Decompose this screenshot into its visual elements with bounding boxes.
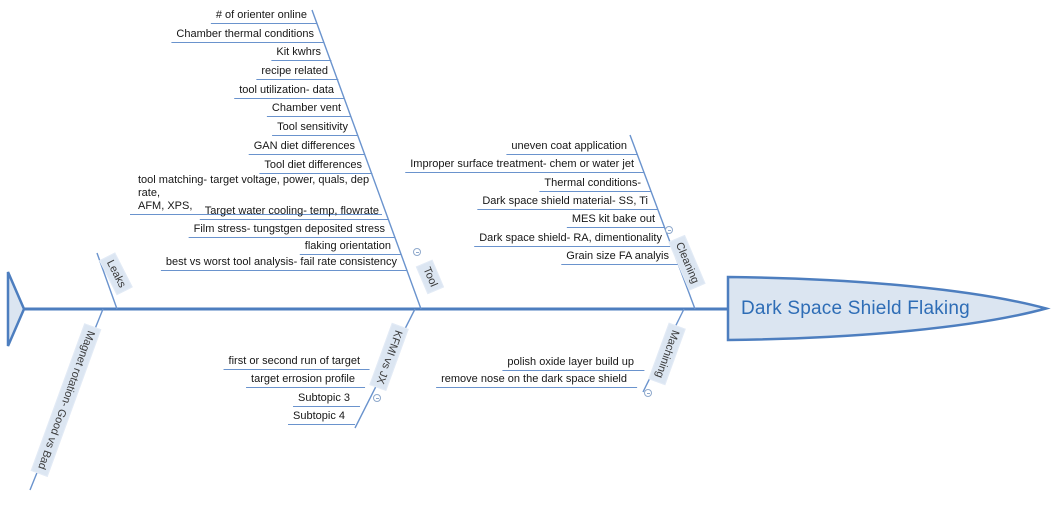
collapse-toggle-icon-kfmi-vs-jx[interactable] [373, 394, 381, 402]
cause-item-tool-3[interactable]: Kit kwhrs [271, 46, 331, 61]
cause-item-cleaning-3[interactable]: Thermal conditions- [539, 177, 651, 192]
cause-item-kfmi-vs-jx-2[interactable]: target errosion profile [246, 373, 365, 388]
branch-line-tool [311, 9, 422, 310]
cause-item-tool-5[interactable]: tool utilization- data [234, 84, 344, 99]
cause-item-cleaning-4[interactable]: Dark space shield material- SS, Ti [477, 195, 658, 210]
cause-item-kfmi-vs-jx-1[interactable]: first or second run of target [223, 355, 370, 370]
fish-tail [6, 271, 26, 347]
cause-item-machining-1[interactable]: polish oxide layer build up [502, 356, 644, 371]
collapse-toggle-icon-tool[interactable] [413, 248, 421, 256]
cause-item-cleaning-6[interactable]: Dark space shield- RA, dimentionality [474, 232, 672, 247]
cause-item-tool-6[interactable]: Chamber vent [266, 102, 351, 117]
cause-item-cleaning-5[interactable]: MES kit bake out [566, 213, 665, 228]
collapse-toggle-icon-cleaning[interactable] [665, 226, 673, 234]
cause-item-cleaning-1[interactable]: uneven coat application [506, 140, 637, 155]
cause-item-tool-9[interactable]: Tool diet differences [259, 159, 372, 174]
cause-item-tool-2[interactable]: Chamber thermal conditions [171, 28, 324, 43]
cause-item-tool-8[interactable]: GAN diet differences [248, 140, 365, 155]
cause-item-tool-12[interactable]: Film stress- tungstgen deposited stress [188, 223, 395, 238]
cause-item-cleaning-7[interactable]: Grain size FA analyis [561, 250, 679, 265]
cause-item-tool-11[interactable]: Target water cooling- temp, flowrate [199, 205, 389, 220]
effect-title[interactable]: Dark Space Shield Flaking [741, 298, 970, 319]
cause-item-machining-2[interactable]: remove nose on the dark space shield [436, 373, 637, 388]
collapse-toggle-icon-machining[interactable] [644, 389, 652, 397]
cause-item-tool-7[interactable]: Tool sensitivity [272, 121, 358, 136]
cause-item-tool-13[interactable]: flaking orientation [299, 240, 401, 255]
cause-item-tool-10[interactable]: tool matching- target voltage, power, qu… [130, 174, 382, 215]
cause-item-tool-4[interactable]: recipe related [256, 65, 338, 80]
fish-head[interactable] [726, 275, 1051, 342]
cause-item-tool-1[interactable]: # of orienter online [210, 9, 317, 24]
cause-item-tool-14[interactable]: best vs worst tool analysis- fail rate c… [160, 256, 407, 271]
cause-item-kfmi-vs-jx-4[interactable]: Subtopic 4 [288, 410, 355, 425]
cause-item-cleaning-2[interactable]: Improper surface treatment- chem or wate… [405, 158, 644, 173]
cause-item-kfmi-vs-jx-3[interactable]: Subtopic 3 [293, 392, 360, 407]
